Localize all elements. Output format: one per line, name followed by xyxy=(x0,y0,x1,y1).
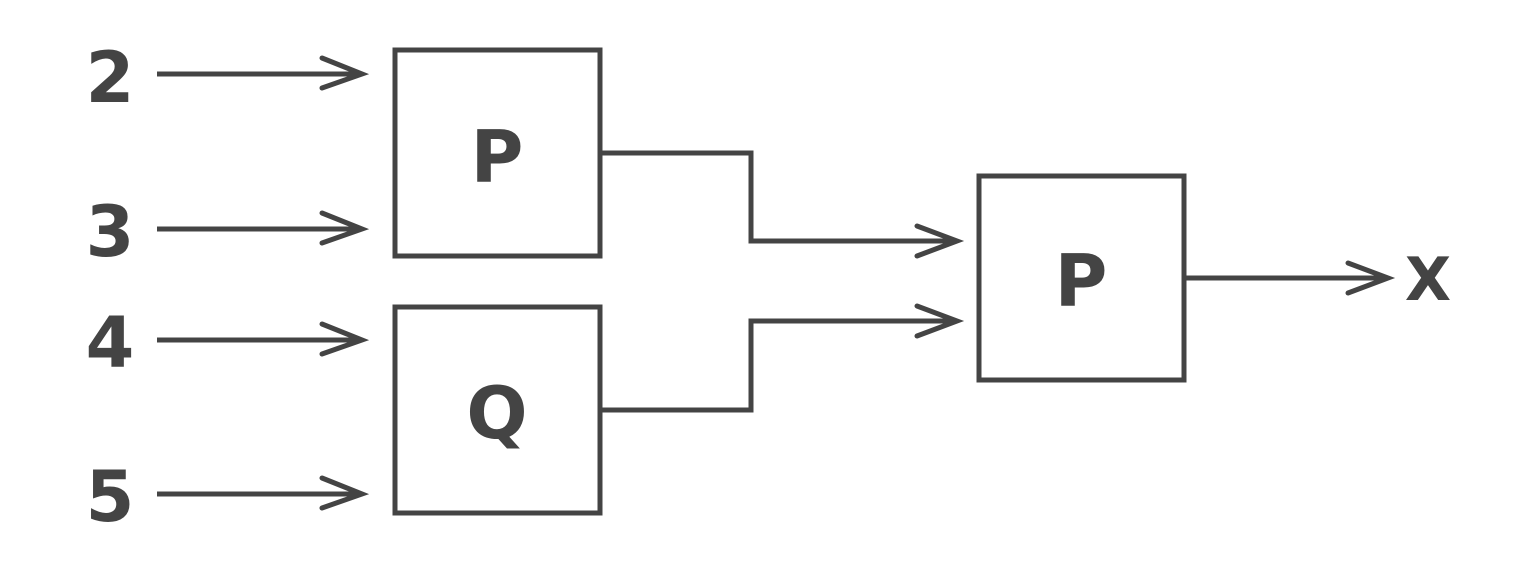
input-arrow-3 xyxy=(157,210,370,246)
input-label-3: 3 xyxy=(86,191,135,273)
input-label-4: 4 xyxy=(86,302,135,384)
input-label-2: 2 xyxy=(86,37,135,119)
block-q-label: Q xyxy=(466,371,527,455)
block-p-final-label: P xyxy=(1055,239,1108,323)
output-arrow xyxy=(1184,260,1396,296)
input-arrow-4 xyxy=(157,321,370,357)
block-p-top: P xyxy=(392,47,603,259)
block-p-top-label: P xyxy=(471,115,524,199)
input-label-5: 5 xyxy=(86,456,135,538)
block-q: Q xyxy=(392,304,603,516)
input-arrow-2 xyxy=(157,55,370,91)
input-arrow-5 xyxy=(157,475,370,511)
output-label-x: X xyxy=(1405,245,1451,315)
connector-q-to-final xyxy=(600,303,965,413)
block-p-final: P xyxy=(976,173,1187,383)
connector-p-to-final xyxy=(600,150,965,259)
